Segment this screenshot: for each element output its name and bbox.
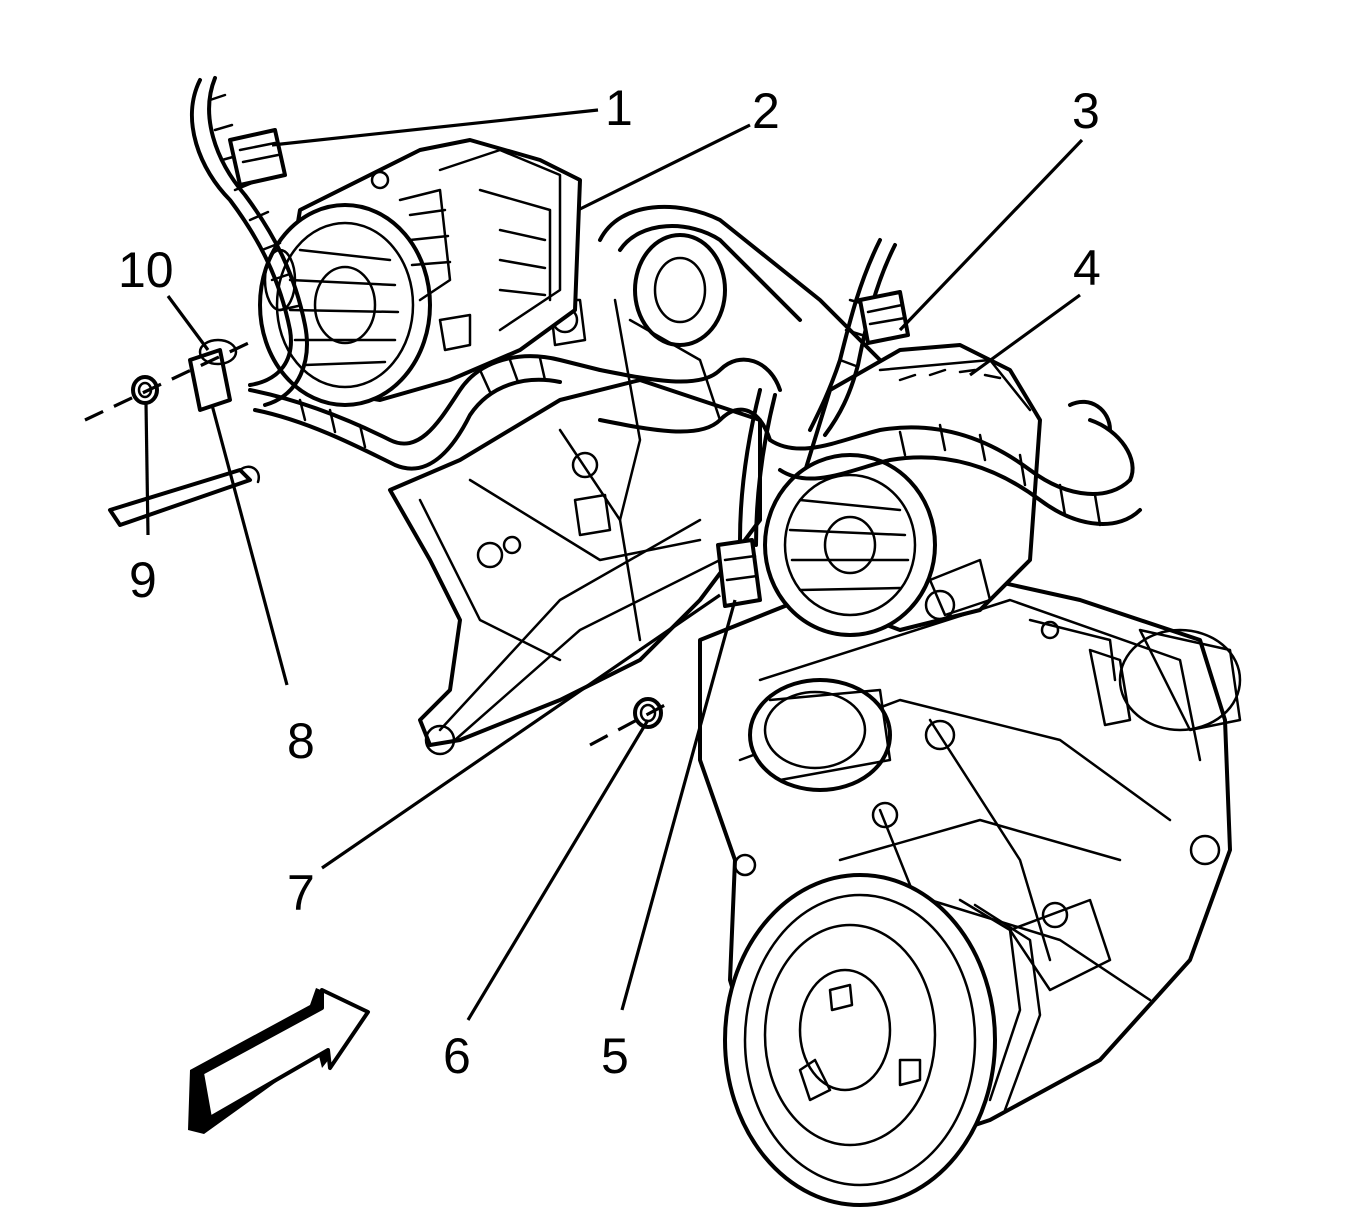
callout-labels: 1 2 3 4 5 6 7 8 9 10 — [118, 80, 1101, 1084]
view-direction-arrow-icon — [188, 988, 370, 1134]
lower-generator — [763, 343, 1042, 637]
leader-3 — [898, 138, 1084, 332]
wiring-harness — [108, 76, 1142, 547]
idler-pulley-lower — [748, 678, 892, 792]
harness-connector-right — [858, 290, 910, 345]
leader-5 — [620, 599, 737, 1011]
leader-9 — [144, 402, 150, 536]
callout-2: 2 — [752, 83, 780, 139]
leader-4 — [969, 293, 1081, 377]
callout-10: 10 — [118, 242, 174, 298]
callout-3: 3 — [1072, 83, 1100, 139]
leader-8 — [210, 404, 289, 686]
callout-1: 1 — [605, 80, 633, 136]
callout-9: 9 — [129, 552, 157, 608]
crankshaft-pulley — [723, 873, 1042, 1207]
harness-connector-upper — [228, 128, 287, 187]
harness-clip-left — [188, 338, 238, 412]
leader-1 — [271, 108, 599, 147]
leader-6 — [466, 719, 650, 1021]
harness-clip-center — [716, 538, 762, 608]
leader-10 — [166, 295, 210, 351]
drive-belt-upper — [598, 204, 882, 522]
leader-lines — [144, 108, 1084, 1021]
leader-7 — [321, 593, 721, 870]
generator-mounting-bracket — [388, 298, 762, 756]
callout-5: 5 — [601, 1028, 629, 1084]
upper-generator — [258, 138, 582, 407]
leader-2 — [577, 123, 751, 212]
callout-7: 7 — [287, 865, 315, 921]
install-axis-center — [589, 703, 666, 747]
install-axis-left — [84, 338, 256, 422]
callout-6: 6 — [443, 1028, 471, 1084]
callout-8: 8 — [287, 713, 315, 769]
callout-4: 4 — [1073, 240, 1101, 296]
